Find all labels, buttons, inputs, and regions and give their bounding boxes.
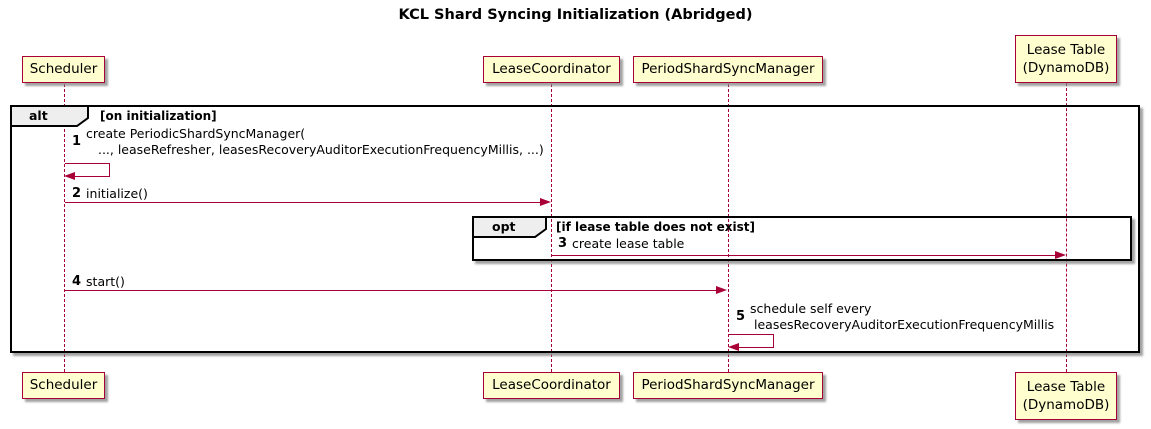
message-3-arrowhead [1055, 251, 1066, 259]
participant-lease-table-top: Lease Table (DynamoDB) [1015, 35, 1117, 83]
message-5-number: 5 [736, 309, 746, 324]
message-5-label: 5 schedule self every leasesRecoveryAudit… [736, 301, 1054, 333]
message-1-arrowhead [64, 172, 75, 180]
message-2-arrowhead [540, 198, 551, 206]
frame-alt-pentagon [10, 105, 89, 127]
message-1-self-arrow-top [65, 163, 110, 164]
message-3-arrow-line [552, 255, 1055, 256]
participant-lease-coordinator-top: LeaseCoordinator [483, 56, 620, 83]
message-3-number: 3 [558, 236, 568, 251]
message-4-number: 4 [72, 274, 82, 289]
message-5-self-arrow-side [773, 334, 774, 347]
lifeline-scheduler [64, 84, 65, 372]
participant-lease-table-bottom: Lease Table (DynamoDB) [1015, 372, 1117, 420]
diagram-title: KCL Shard Syncing Initialization (Abridg… [398, 7, 753, 23]
message-3-text: create lease table [572, 236, 685, 251]
frame-alt-condition: [on initialization] [100, 109, 217, 123]
message-2-arrow-line [65, 202, 542, 203]
message-5-text: schedule self every leasesRecoveryAudito… [750, 301, 1055, 332]
participant-lease-coordinator-bottom: LeaseCoordinator [483, 372, 620, 399]
message-4-text: start() [86, 274, 125, 289]
message-4-arrowhead [716, 286, 727, 294]
lifeline-lease-table [1066, 83, 1067, 372]
message-1-self-arrow-side [109, 163, 110, 176]
message-1-number: 1 [72, 133, 82, 149]
lifeline-period-shard-sync-manager [728, 84, 729, 372]
frame-opt-operator: opt [492, 219, 516, 234]
frame-alt [10, 105, 1140, 353]
message-1-self-arrow-bottom [74, 176, 110, 177]
message-5-self-arrow-bottom [738, 347, 774, 348]
frame-opt-condition: [if lease table does not exist] [556, 220, 756, 234]
message-5-self-arrow-top [729, 334, 774, 335]
frame-opt-pentagon [472, 216, 547, 238]
message-2-label: 2 initialize() [72, 186, 148, 202]
frame-alt-operator: alt [29, 108, 48, 123]
frame-opt [472, 216, 1132, 261]
lifeline-lease-coordinator [551, 84, 552, 372]
message-2-number: 2 [72, 186, 82, 201]
message-3-label: 3 create lease table [558, 236, 684, 252]
participant-period-shard-sync-manager-bottom: PeriodShardSyncManager [633, 372, 823, 399]
participant-scheduler-top: Scheduler [22, 56, 105, 83]
message-4-arrow-line [65, 290, 717, 291]
message-5-arrowhead [728, 343, 739, 351]
message-4-label: 4 start() [72, 274, 125, 290]
participant-scheduler-bottom: Scheduler [22, 372, 105, 399]
participant-period-shard-sync-manager-top: PeriodShardSyncManager [633, 56, 823, 83]
message-1-text: create PeriodicShardSyncManager( ..., le… [86, 126, 544, 157]
message-2-text: initialize() [86, 186, 148, 201]
